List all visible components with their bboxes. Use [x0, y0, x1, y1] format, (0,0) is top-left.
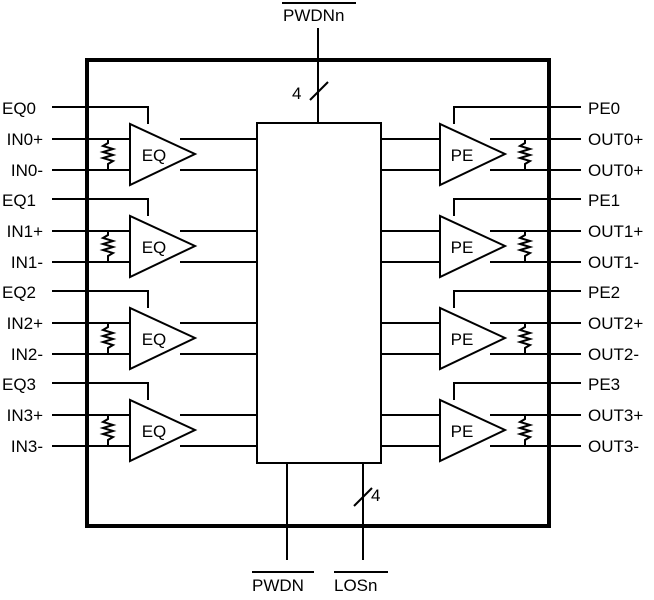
- eq-control-wire: [52, 382, 149, 400]
- in-n-pin-label: IN2-: [11, 345, 43, 364]
- out-p-pin-label: OUT1+: [588, 222, 643, 241]
- out-n-pin-label: OUT1-: [588, 253, 639, 272]
- top-signal-label: PWDNn: [283, 6, 344, 25]
- pe-pin-label: PE1: [588, 191, 620, 210]
- out-p-pin-label: OUT2+: [588, 314, 643, 333]
- top-bus-width: 4: [292, 84, 301, 103]
- bottom-bus-width: 4: [371, 486, 380, 505]
- output-termination-resistor: [516, 323, 534, 354]
- losn-label: LOSn: [334, 576, 377, 595]
- in-p-pin-label: IN0+: [7, 130, 43, 149]
- eq-pin-label: EQ1: [2, 191, 36, 210]
- out-n-pin-label: OUT3-: [588, 437, 639, 456]
- input-termination-resistor: [99, 415, 117, 446]
- pe-driver-label: PE: [451, 238, 474, 257]
- eq-amplifier-label: EQ: [142, 238, 167, 257]
- input-termination-resistor: [99, 231, 117, 262]
- in-p-pin-label: IN1+: [7, 222, 43, 241]
- input-termination-resistor: [99, 139, 117, 170]
- eq-control-wire: [52, 290, 149, 308]
- pe-control-wire: [453, 290, 581, 308]
- pe-driver: [439, 398, 508, 463]
- out-n-pin-label: OUT0+: [588, 161, 643, 180]
- pe-pin-label: PE3: [588, 375, 620, 394]
- output-termination-resistor: [516, 231, 534, 262]
- eq-pin-label: EQ0: [2, 99, 36, 118]
- eq-control-wire: [52, 198, 149, 216]
- in-p-pin-label: IN2+: [7, 314, 43, 333]
- eq-control-wire: [52, 106, 149, 124]
- pe-pin-label: PE0: [588, 99, 620, 118]
- pe-control-wire: [453, 106, 581, 124]
- pwdn-label: PWDN: [252, 576, 304, 595]
- eq-amplifier-label: EQ: [142, 146, 167, 165]
- eq-amplifier: [129, 214, 198, 279]
- chip-outline: [85, 58, 551, 528]
- pe-driver-label: PE: [451, 146, 474, 165]
- eq-amplifier: [129, 398, 198, 463]
- eq-amplifier: [129, 306, 198, 371]
- eq-amplifier-label: EQ: [142, 422, 167, 441]
- pe-driver: [439, 122, 508, 187]
- in-n-pin-label: IN1-: [11, 253, 43, 272]
- eq-amplifier-label: EQ: [142, 330, 167, 349]
- input-termination-resistor: [99, 323, 117, 354]
- eq-pin-label: EQ3: [2, 375, 36, 394]
- out-p-pin-label: OUT0+: [588, 130, 643, 149]
- pe-control-wire: [453, 382, 581, 400]
- channels: EQ0IN0+IN0-EQPE0OUT0+OUT0+PEEQ1IN1+IN1-E…: [2, 99, 643, 463]
- pe-driver-label: PE: [451, 422, 474, 441]
- pe-driver-label: PE: [451, 330, 474, 349]
- pe-driver: [439, 306, 508, 371]
- in-p-pin-label: IN3+: [7, 406, 43, 425]
- top-bus-slash: [309, 81, 329, 101]
- control-block: [256, 122, 382, 464]
- pe-pin-label: PE2: [588, 283, 620, 302]
- output-termination-resistor: [516, 415, 534, 446]
- pe-control-wire: [453, 198, 581, 216]
- bottom-bus-slash: [353, 487, 373, 507]
- output-termination-resistor: [516, 139, 534, 170]
- in-n-pin-label: IN0-: [11, 161, 43, 180]
- eq-pin-label: EQ2: [2, 283, 36, 302]
- pe-driver: [439, 214, 508, 279]
- out-n-pin-label: OUT2-: [588, 345, 639, 364]
- eq-amplifier: [129, 122, 198, 187]
- out-p-pin-label: OUT3+: [588, 406, 643, 425]
- in-n-pin-label: IN3-: [11, 437, 43, 456]
